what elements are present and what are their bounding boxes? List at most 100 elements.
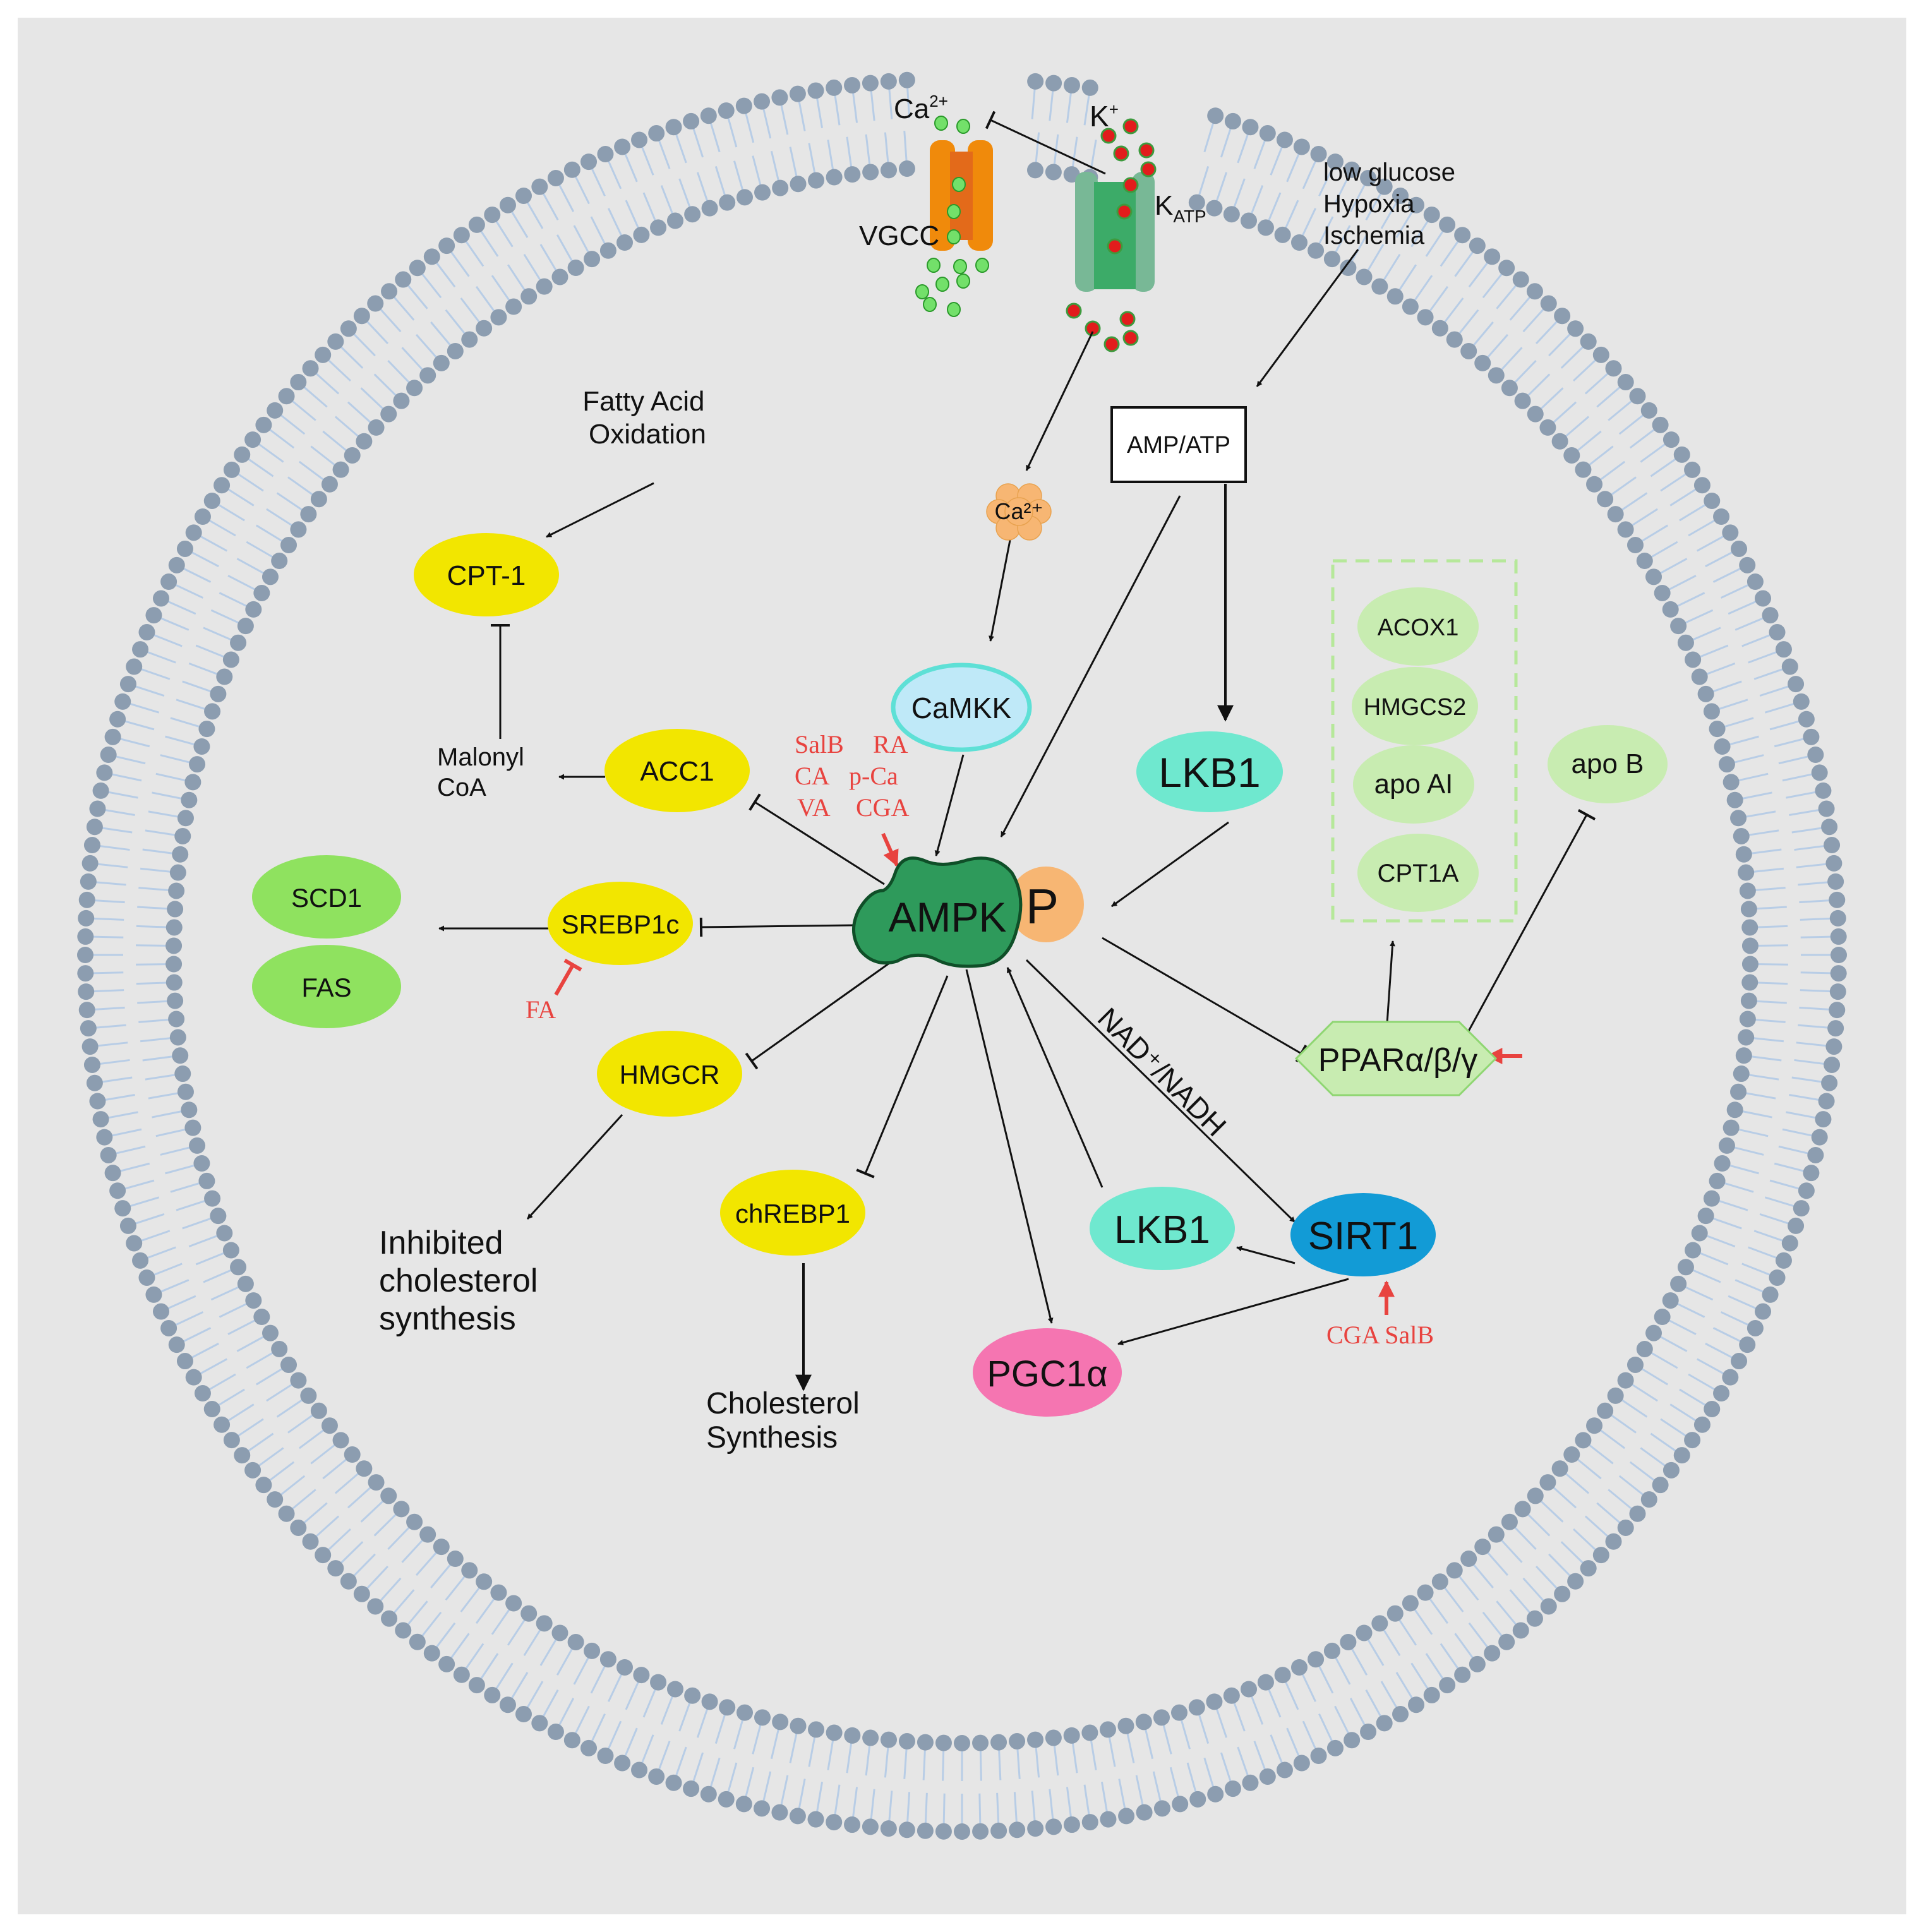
lipid-head — [230, 634, 247, 651]
sirt1-to-pgc1a-edge — [1117, 1278, 1349, 1346]
lipid-head — [1762, 1286, 1779, 1303]
lipid-head — [935, 1823, 952, 1840]
lipid-head — [1709, 1172, 1726, 1189]
lipid-head — [165, 956, 183, 973]
lipid-head — [1310, 145, 1327, 162]
lipid-head — [844, 1816, 861, 1833]
lipid-head — [1386, 1605, 1404, 1622]
lipid-head — [290, 1372, 307, 1389]
lipid-head — [245, 601, 262, 618]
lipid-head — [203, 492, 220, 509]
lipid-head — [1821, 1074, 1838, 1091]
lipid-head — [1793, 1200, 1810, 1217]
lipid-head — [737, 189, 754, 206]
lipid-head — [880, 1731, 897, 1748]
lipid-head — [1733, 1065, 1750, 1083]
lipid-head — [1793, 693, 1810, 710]
lipid-head — [917, 1734, 934, 1751]
svg-text:LKB1: LKB1 — [1158, 749, 1260, 796]
lipid-head — [1825, 855, 1843, 872]
lipid-head — [1310, 1748, 1327, 1765]
lipid-head — [1645, 1324, 1662, 1341]
lipid-head — [1439, 216, 1456, 233]
lipid-head — [515, 1706, 532, 1723]
lipid-head — [177, 810, 194, 827]
lipid-head — [1431, 320, 1448, 337]
lipid-head — [1274, 1667, 1291, 1684]
lipid-head — [290, 521, 307, 538]
lipid-head — [735, 97, 752, 114]
lipid-head — [567, 260, 584, 277]
lipid-head — [119, 1217, 136, 1234]
lipid-head — [132, 641, 149, 658]
lipid-head — [1567, 1573, 1584, 1590]
lipid-head — [438, 237, 455, 255]
lipid-head — [1469, 237, 1486, 255]
potassium-ion — [1122, 330, 1139, 346]
lipid-head — [1636, 1341, 1653, 1357]
lipid-head — [1677, 634, 1694, 651]
lipid-head — [290, 374, 307, 391]
lipid-head — [1731, 1353, 1748, 1370]
lipid-head — [1512, 271, 1529, 288]
lipid-head — [1617, 1519, 1634, 1536]
lipid-head — [476, 320, 493, 337]
node-sirt1: SIRT1 — [1290, 1193, 1436, 1276]
lipid-head — [1551, 1460, 1568, 1477]
lipid-head — [719, 194, 736, 211]
fa-inhibits-srebp1c-edge — [554, 958, 582, 996]
lipid-head — [255, 416, 272, 433]
lipid-head — [406, 1513, 423, 1530]
lipid-head — [1788, 1217, 1805, 1234]
svg-text:CaMKK: CaMKK — [911, 692, 1012, 724]
lipid-head — [262, 568, 279, 585]
lipid-head — [1392, 187, 1409, 204]
lipid-head — [580, 153, 598, 171]
svg-text:SREBP1c: SREBP1c — [562, 909, 680, 939]
lipid-head — [381, 1610, 398, 1627]
lipid-head — [499, 1696, 516, 1713]
lipid-head — [1673, 1447, 1690, 1464]
lipid-head — [310, 1402, 327, 1419]
calcium-ion — [927, 258, 941, 273]
lipid-head — [683, 1780, 700, 1797]
lipid-head — [1718, 756, 1735, 773]
lipid-head — [1769, 1269, 1786, 1286]
node-acc1: ACC1 — [604, 729, 750, 812]
lipid-head — [1697, 685, 1714, 702]
lipid-head — [1514, 1501, 1531, 1518]
lipid-head — [1135, 1713, 1152, 1731]
lipid-head — [771, 1804, 788, 1821]
lipid-head — [223, 461, 240, 478]
lipid-head — [253, 1309, 270, 1326]
lipid-head — [245, 1292, 262, 1309]
lipid-head — [1063, 1727, 1080, 1744]
lipid-head — [1730, 810, 1747, 827]
lipid-head — [332, 461, 349, 478]
lipid-head — [515, 187, 532, 204]
lipid-head — [1224, 1780, 1241, 1797]
lipid-head — [1803, 1165, 1820, 1182]
lipid-head — [536, 1615, 553, 1632]
lipid-head — [1662, 1292, 1679, 1309]
lipid-head — [1815, 782, 1832, 799]
lipid-head — [1825, 1038, 1843, 1055]
lipid-head — [1323, 1642, 1340, 1659]
lipid-head — [1117, 1717, 1134, 1734]
lipid-head — [419, 367, 436, 384]
lipid-head — [754, 93, 771, 110]
lipid-head — [468, 1677, 485, 1694]
lipid-head — [1460, 342, 1477, 359]
pathway-edges — [438, 111, 1596, 1391]
lipid-head — [789, 1808, 806, 1825]
lipid-head — [96, 1129, 113, 1146]
lipid-head — [1344, 1732, 1361, 1749]
lipid-head — [563, 161, 580, 178]
lipid-head — [300, 506, 317, 523]
lipid-head — [772, 1713, 789, 1731]
node-ampk: P AMPK — [852, 856, 1084, 968]
lipid-head — [203, 1401, 220, 1418]
lipid-head — [563, 1732, 580, 1749]
lipid-head — [290, 1519, 307, 1536]
lipid-head — [78, 1002, 95, 1019]
